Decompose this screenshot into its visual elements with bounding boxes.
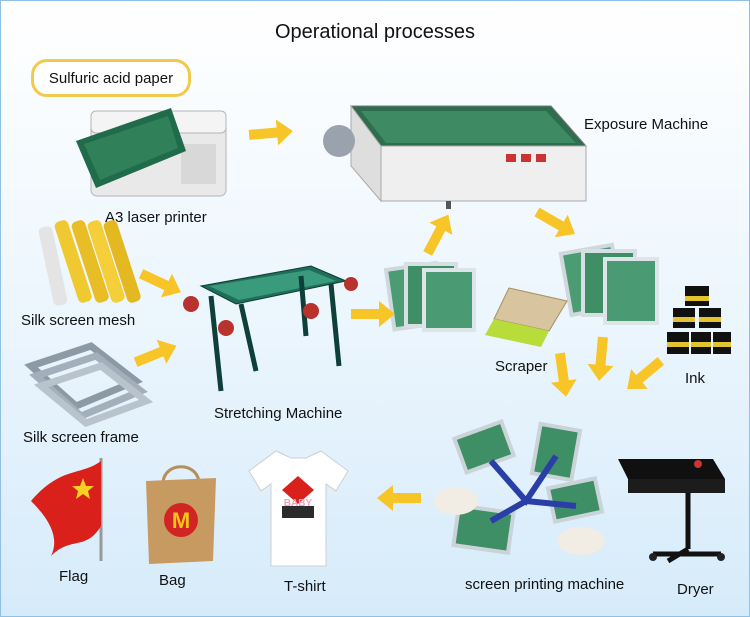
label-ink: Ink	[685, 370, 706, 387]
exposure-machine-icon	[323, 104, 588, 209]
screen-printing-machine-icon	[434, 418, 605, 555]
label-scraper: Scraper	[495, 358, 548, 375]
arrow-printing-to-tshirt	[377, 485, 421, 511]
screen-frames-icon	[24, 342, 154, 427]
flag-icon	[31, 458, 103, 561]
arrow-scraper-down	[550, 352, 577, 397]
label-printer: A3 laser printer	[105, 209, 207, 226]
label-dryer: Dryer	[677, 581, 714, 598]
label-stretching: Stretching Machine	[214, 405, 343, 422]
label-exposure: Exposure Machine	[584, 116, 709, 133]
stretched-screens-icon	[383, 260, 476, 332]
exposed-screens-icon	[558, 242, 659, 325]
dryer-icon	[618, 459, 725, 564]
bag-icon: M	[146, 465, 216, 564]
stretching-machine-icon	[183, 265, 358, 392]
label-bag: Bag	[159, 572, 186, 589]
scraper-icon	[485, 287, 568, 347]
arrow-mesh-to-stretching	[138, 269, 181, 298]
callout-bubble: Sulfuric acid paper	[31, 59, 191, 97]
mesh-rolls-icon	[38, 220, 141, 306]
shirt-print-text: BABY	[283, 498, 313, 509]
arrow-screens-to-exposure	[423, 214, 453, 256]
arrow-exposure-to-exposed	[534, 207, 576, 238]
svg-text:M: M	[172, 508, 190, 533]
arrow-stretching-to-screens	[351, 301, 395, 327]
label-tshirt: T-shirt	[284, 578, 326, 595]
arrow-exposed-down	[587, 336, 614, 381]
arrow-printer-to-exposure	[248, 119, 293, 146]
laser-printer-icon	[76, 108, 227, 197]
ink-cans-icon	[667, 286, 731, 354]
arrow-ink-to-printing	[627, 357, 665, 390]
label-mesh: Silk screen mesh	[21, 312, 136, 329]
arrow-frame-to-stretching	[133, 339, 177, 367]
diagram-title: Operational processes	[274, 21, 476, 43]
label-frame: Silk screen frame	[23, 429, 139, 446]
tshirt-icon	[248, 450, 349, 567]
label-flag: Flag	[59, 568, 89, 585]
label-screen-printing: screen printing machine	[465, 576, 625, 593]
